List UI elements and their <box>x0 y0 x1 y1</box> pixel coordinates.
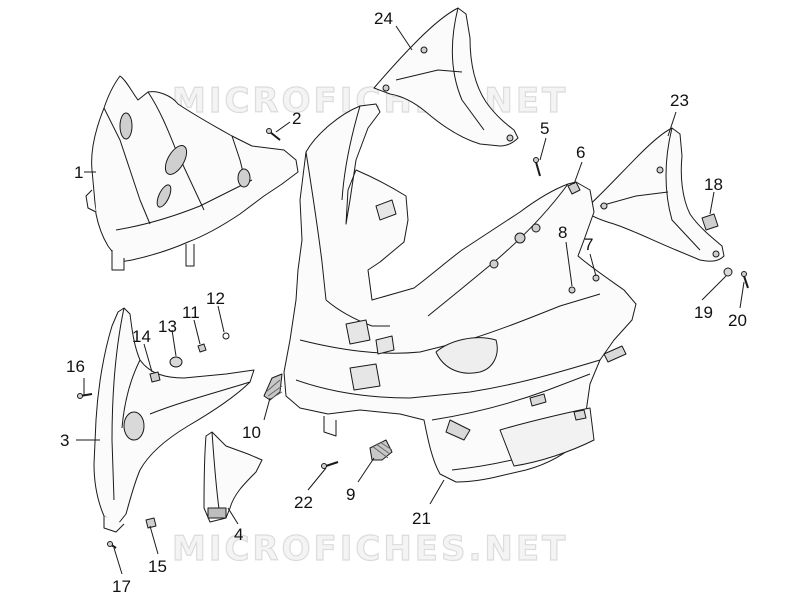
part-3-lower-front-cover <box>94 308 254 532</box>
callout-3: 3 <box>60 431 69 450</box>
callout-10: 10 <box>242 423 261 442</box>
watermark-top: MICROFICHES.NET <box>172 81 568 121</box>
callout-23: 23 <box>670 91 689 110</box>
part-8-grommet <box>569 287 575 293</box>
callout-16: 16 <box>66 357 85 376</box>
callout-13: 13 <box>158 317 177 336</box>
callout-labels: 1 2 3 4 5 6 7 8 9 10 11 12 13 14 15 16 1… <box>60 9 747 596</box>
part-15-clip <box>146 518 156 528</box>
callout-20: 20 <box>728 311 747 330</box>
part-2-screw <box>267 129 281 141</box>
callout-11: 11 <box>182 303 200 322</box>
part-18-nut <box>702 214 718 230</box>
callout-24: 24 <box>374 9 393 28</box>
part-23-side-trim-panel <box>584 128 724 261</box>
callout-19: 19 <box>694 303 713 322</box>
callout-4: 4 <box>234 525 243 544</box>
callout-1: 1 <box>74 163 83 182</box>
part-21-front-leg-shield <box>284 104 636 482</box>
part-19-washer <box>724 268 732 276</box>
callout-2: 2 <box>292 109 301 128</box>
callout-18: 18 <box>704 175 723 194</box>
part-11-nut <box>198 344 206 352</box>
part-20-screw <box>742 272 749 289</box>
callout-17: 17 <box>112 577 131 596</box>
part-10-grille-insert <box>264 374 282 400</box>
part-6-clip <box>568 182 580 194</box>
callout-7: 7 <box>584 235 593 254</box>
callout-22: 22 <box>294 493 313 512</box>
callout-6: 6 <box>576 143 585 162</box>
callout-8: 8 <box>558 223 567 242</box>
part-1-front-upper-cover <box>86 76 298 270</box>
part-24-upper-trim-panel <box>374 8 518 146</box>
callout-14: 14 <box>132 327 151 346</box>
watermark-bottom: MICROFICHES.NET <box>172 529 568 569</box>
part-17-screw <box>108 542 117 549</box>
leader-lines <box>76 25 745 575</box>
callout-5: 5 <box>540 119 549 138</box>
part-5-screw <box>534 158 541 177</box>
callout-12: 12 <box>206 289 225 308</box>
part-12-ring <box>223 333 229 339</box>
callout-9: 9 <box>346 485 355 504</box>
part-13-washer <box>170 357 182 367</box>
part-14-clip <box>150 372 160 382</box>
callout-15: 15 <box>148 557 167 576</box>
part-4-lower-vent <box>204 432 262 522</box>
part-16-screw <box>78 394 93 399</box>
part-22-screw <box>322 462 339 469</box>
callout-21: 21 <box>412 509 431 528</box>
part-9-grille-insert <box>370 440 392 460</box>
